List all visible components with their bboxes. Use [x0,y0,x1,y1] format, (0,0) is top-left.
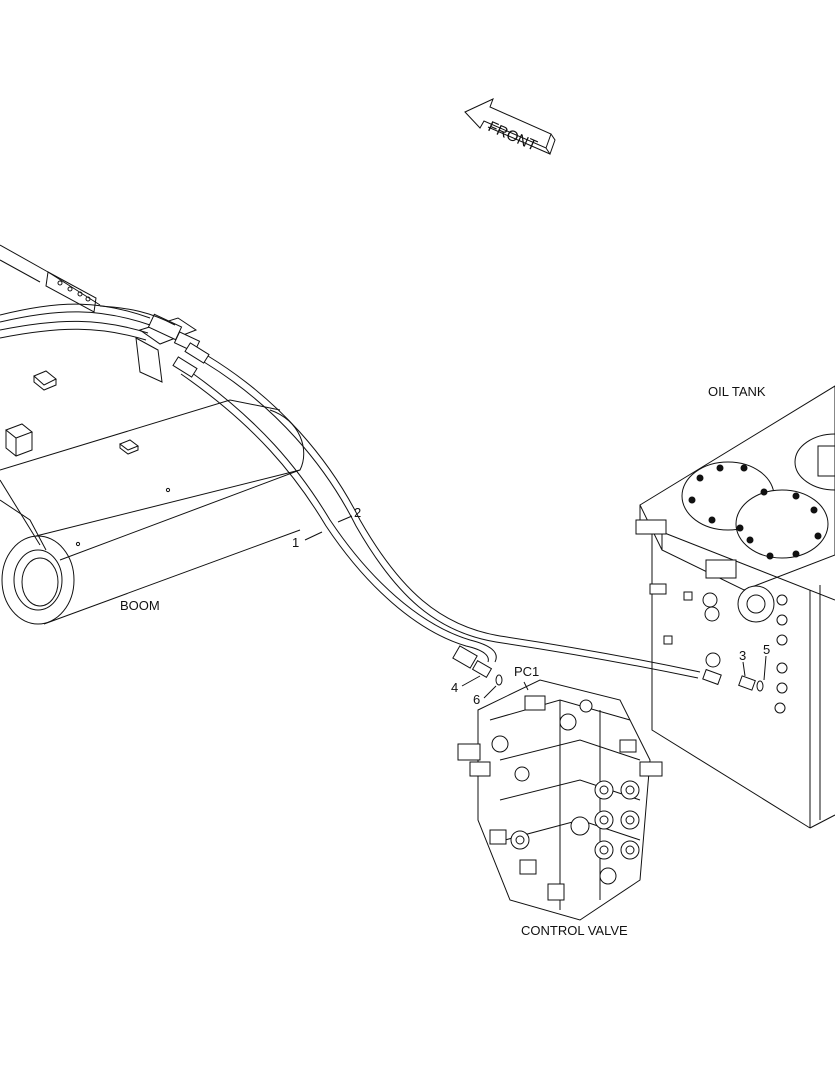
tank-fittings [702,668,764,692]
boom-lines [0,303,176,341]
valve-fittings [452,645,503,686]
callout-4: 4 [451,680,459,695]
port-pc1-label: PC1 [514,664,540,679]
boom-label: BOOM [120,598,160,613]
hose-1 [180,367,497,663]
hose-2 [203,355,701,679]
callout-leaders [304,515,767,699]
oil-tank [635,385,835,829]
oil-tank-label: OIL TANK [708,384,766,399]
boom-illustration [0,244,305,625]
front-arrow: FRONT [464,98,556,156]
callout-6: 6 [473,692,481,707]
callout-3: 3 [739,648,747,663]
control-valve-label: CONTROL VALVE [521,923,628,938]
boom-fittings [172,342,210,378]
callout-2: 2 [354,505,362,520]
callout-1: 1 [292,535,300,550]
callout-5: 5 [763,642,771,657]
control-valve [457,679,663,921]
